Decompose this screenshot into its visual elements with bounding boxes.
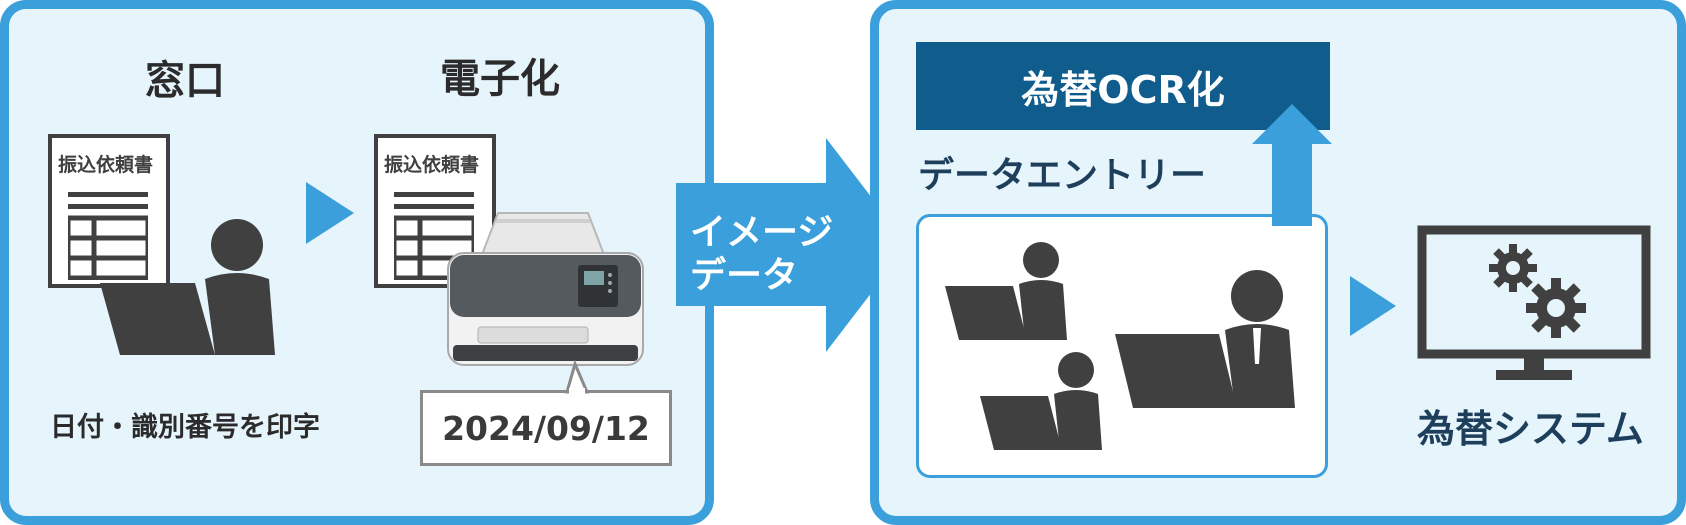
document-title: 振込依頼書 — [58, 154, 154, 176]
callout-pointer — [565, 359, 590, 396]
image-data-label-line2: データ — [690, 255, 799, 296]
window-label: 窓口 — [145, 58, 225, 104]
fx-system-label: 為替システム — [1417, 407, 1644, 451]
operator-person-icon — [945, 242, 1067, 340]
date-stamp-callout: 2024/09/12 — [420, 390, 672, 466]
image-data-label-line1: イメージ — [690, 212, 834, 253]
data-entry-label: データエントリー — [918, 155, 1207, 196]
supervisor-person-icon — [1115, 270, 1295, 408]
print-caption: 日付・識別番号を印字 — [50, 412, 320, 443]
up-arrow-icon — [1252, 104, 1332, 226]
ocr-banner-label: 為替OCR化 — [1021, 67, 1225, 112]
form-lines-icon — [68, 192, 148, 280]
transfer-request-document-icon: 振込依頼書 — [48, 134, 170, 288]
digitize-label: 電子化 — [440, 56, 560, 102]
image-data-arrow-icon — [676, 138, 908, 352]
scanner-icon — [447, 212, 644, 366]
form-lines-icon — [394, 192, 474, 280]
right-arrow-icon — [306, 182, 354, 244]
right-arrow-icon — [1350, 276, 1396, 336]
document-title: 振込依頼書 — [384, 154, 480, 176]
person-at-laptop-icon — [100, 219, 275, 355]
monitor-gears-icon — [1417, 225, 1651, 380]
operator-person-icon — [980, 352, 1102, 450]
ocr-banner: 為替OCR化 — [916, 42, 1330, 130]
